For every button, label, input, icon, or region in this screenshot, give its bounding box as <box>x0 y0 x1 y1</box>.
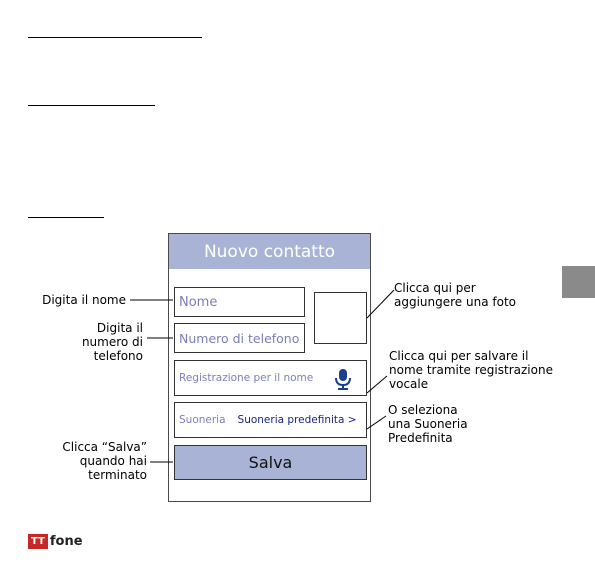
callout-photo-line: Clicca qui per <box>394 281 476 295</box>
callout-ringtone-line: una Suoneria <box>388 417 468 431</box>
callout-photo-line: aggiungere una foto <box>394 295 516 309</box>
ttfone-logo: TT fone <box>28 534 83 549</box>
page-side-tab <box>562 266 595 298</box>
callout-name: Digita il nome <box>26 293 126 307</box>
callout-voice-line: Clicca qui per salvare il <box>389 349 529 363</box>
ringtone-value[interactable]: Suoneria predefinita > <box>237 414 357 426</box>
blank-rule-2 <box>28 105 155 106</box>
voice-recording-label: Registrazione per il nome <box>179 372 314 384</box>
screen-title: Nuovo contatto <box>169 234 370 269</box>
logo-mark: TT <box>28 534 48 549</box>
ringtone-field[interactable]: Suoneria Suoneria predefinita > <box>174 402 367 438</box>
callout-save-line: quando hai <box>79 454 147 468</box>
blank-rule-1 <box>28 37 202 38</box>
ringtone-label: Suoneria <box>179 414 226 426</box>
blank-rule-3 <box>28 217 104 218</box>
voice-recording-field[interactable]: Registrazione per il nome <box>174 360 367 396</box>
callout-ringtone-line: O seleziona <box>388 403 458 417</box>
callout-save-line: Clicca “Salva” <box>62 440 147 454</box>
callout-save-line: terminato <box>88 468 147 482</box>
callout-ringtone: O seleziona una Suoneria Predefinita <box>388 403 508 445</box>
callout-photo: Clicca qui per aggiungere una foto <box>394 281 554 309</box>
callout-voice-line: nome tramite registrazione <box>389 363 553 377</box>
callout-phone-line: Digita il <box>96 321 143 335</box>
callout-phone-line: telefono <box>93 349 143 363</box>
callout-save: Clicca “Salva” quando hai terminato <box>46 440 147 482</box>
new-contact-screen: Nuovo contatto Nome Numero di telefono R… <box>168 233 371 502</box>
callout-phone: Digita il numero di telefono <box>56 321 143 363</box>
save-button[interactable]: Salva <box>174 445 367 480</box>
name-input[interactable]: Nome <box>174 287 305 317</box>
callout-ringtone-line: Predefinita <box>388 431 453 445</box>
phone-number-input[interactable]: Numero di telefono <box>174 323 305 353</box>
callout-name-text: Digita il nome <box>42 293 126 307</box>
logo-text: fone <box>49 534 83 549</box>
add-photo-button[interactable] <box>314 292 367 344</box>
callout-voice-line: vocale <box>389 377 429 391</box>
callout-phone-line: numero di <box>81 335 143 349</box>
microphone-icon[interactable] <box>333 368 353 390</box>
callout-voice: Clicca qui per salvare il nome tramite r… <box>389 349 564 391</box>
